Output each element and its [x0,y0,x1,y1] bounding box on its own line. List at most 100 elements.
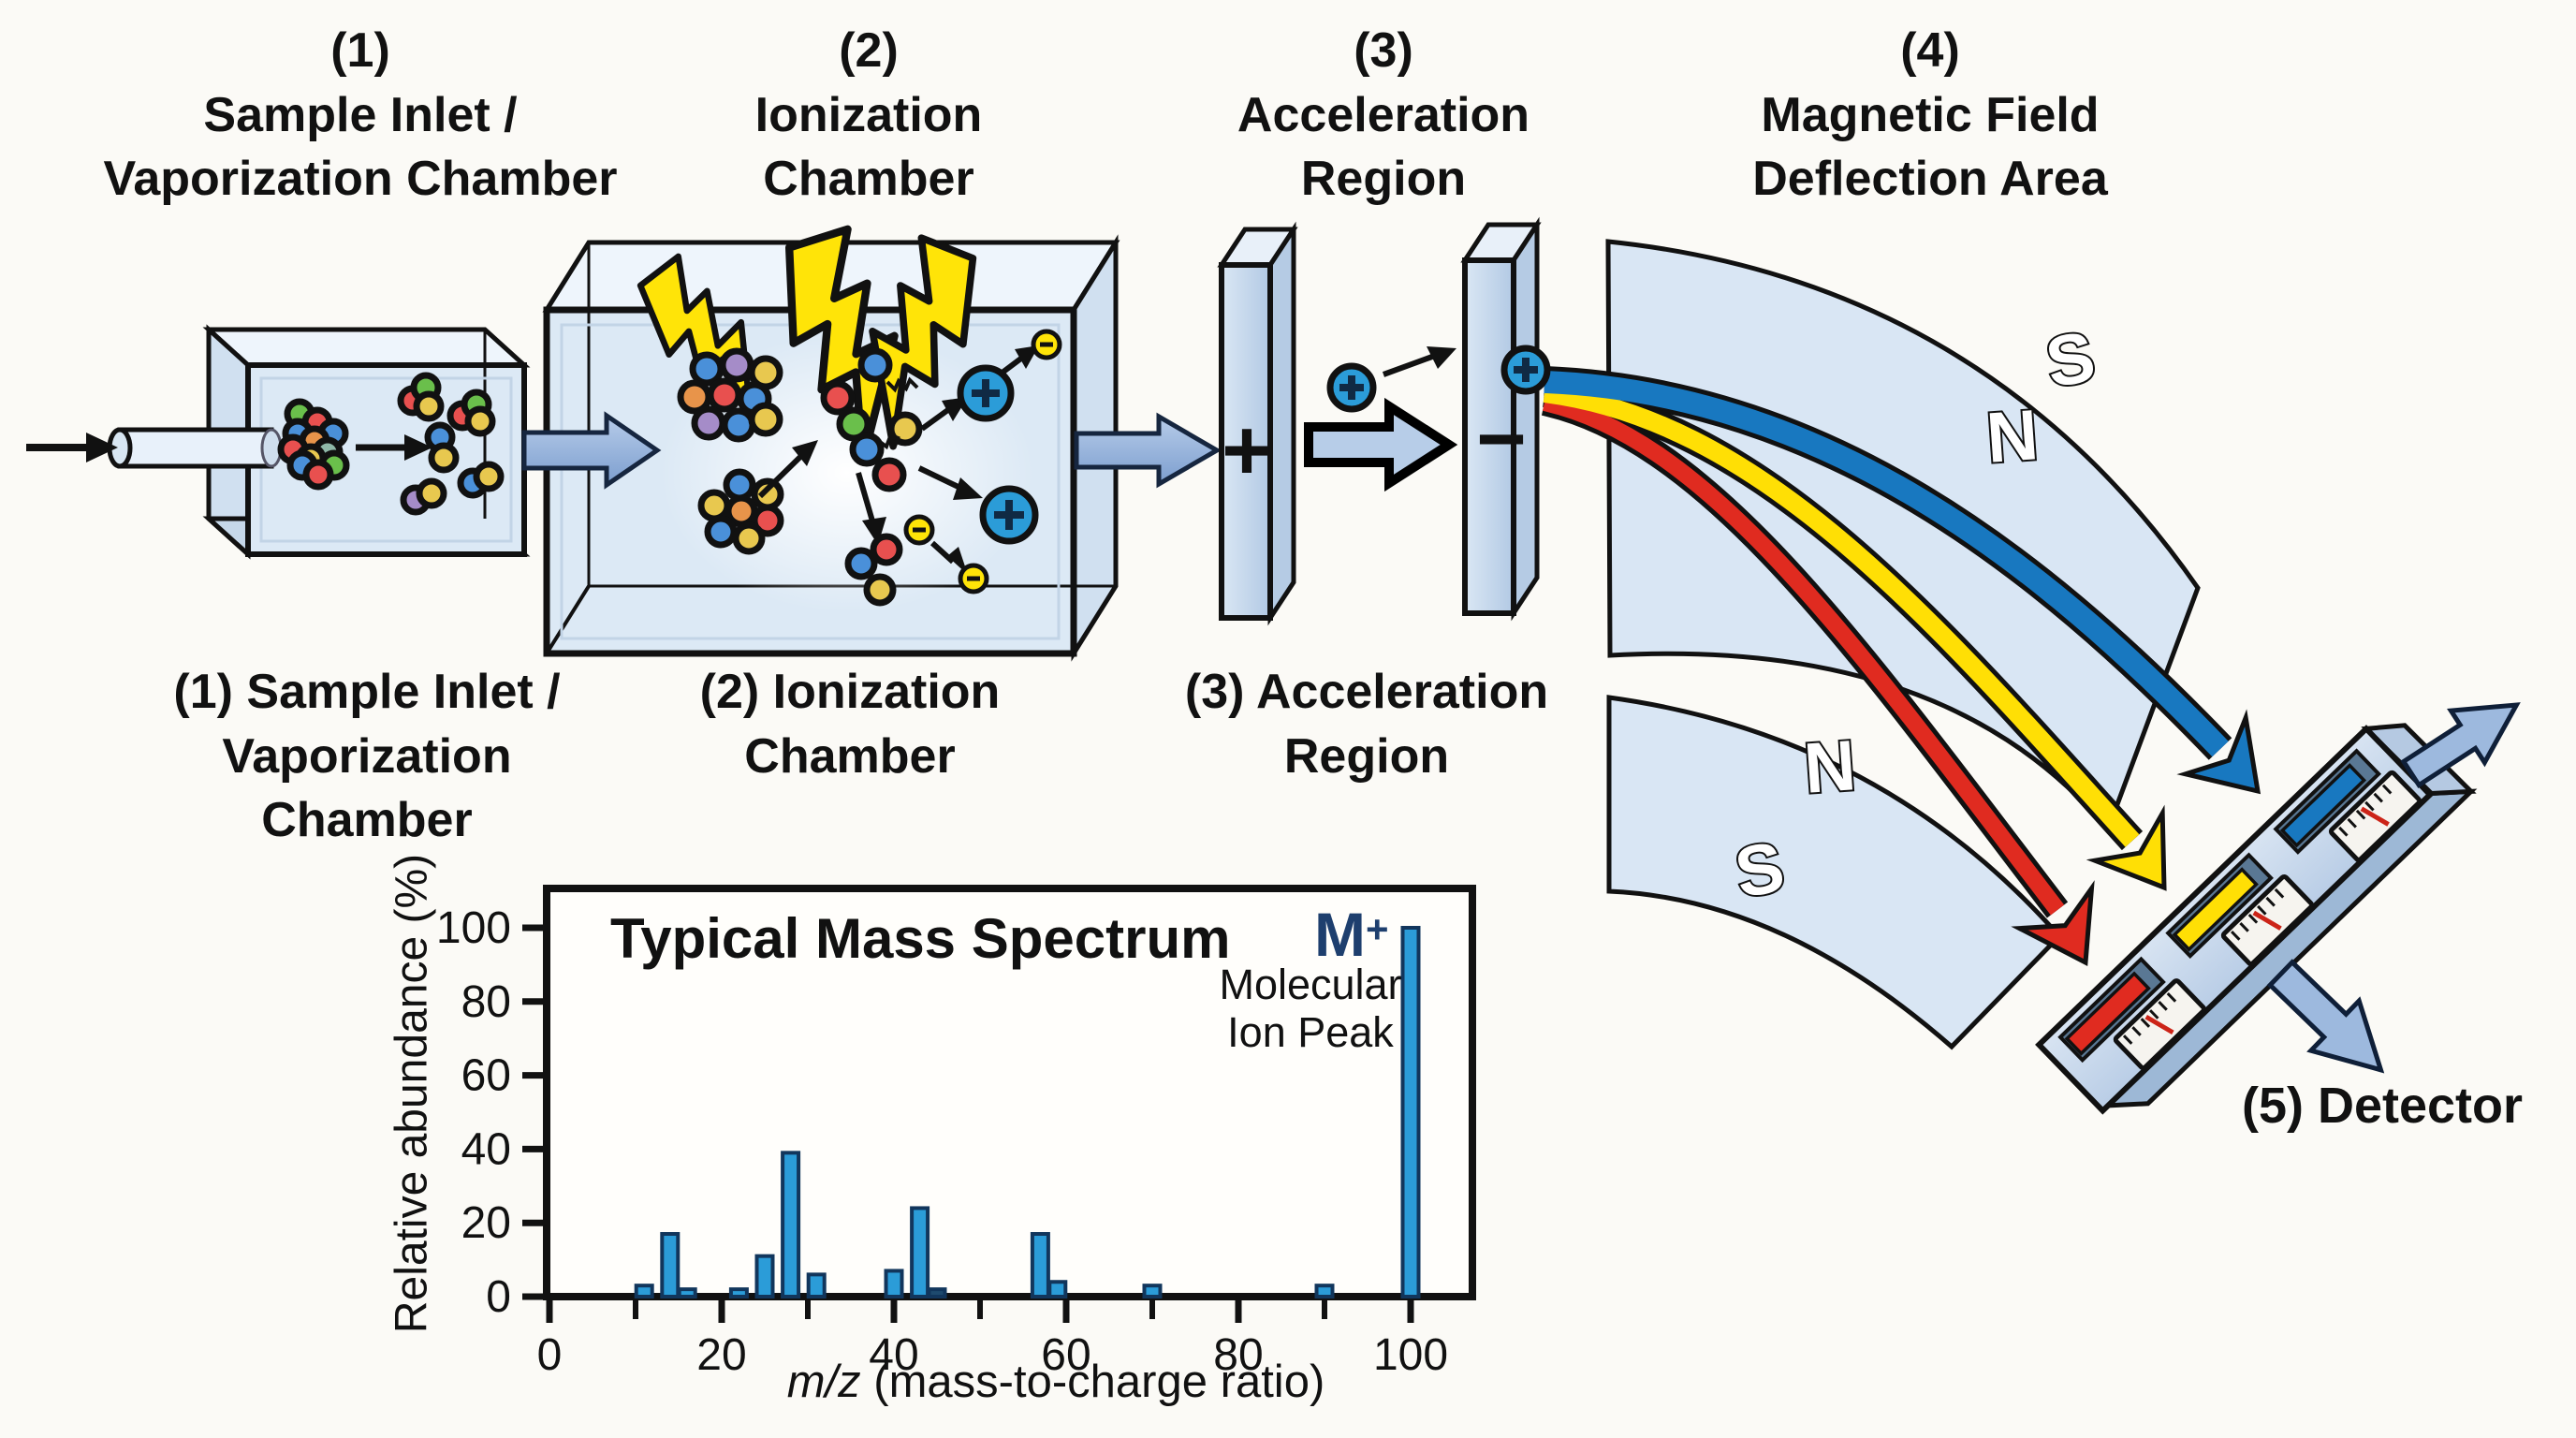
lightning-bolt-icon [784,225,899,465]
spectrum-bar [1030,1232,1050,1299]
caption-number: (4) [1900,23,1960,78]
beam-blue-arrowhead [2176,709,2261,795]
caption-line: Region [1300,152,1467,207]
caption-line: Acceleration [1237,87,1530,142]
y-tick-label: 80 [461,977,511,1027]
annotation-line: Molecular [1219,961,1402,1008]
sample-inlet-chamber-box [202,324,531,560]
chart-title: Typical Mass Spectrum [610,907,1231,970]
accelerating-ion [1326,362,1377,413]
beam-blue [1544,371,2229,757]
breaking-molecule-a [820,347,919,442]
ion-motion-arrow [1382,346,1456,377]
positive-ion-1 [957,364,1015,422]
y-tick-label: 40 [461,1124,511,1174]
x-tick-label: 60 [1041,1330,1090,1380]
spectrum-bar [927,1287,947,1299]
caption-line: (1) Sample Inlet / [173,665,561,719]
caption-stage-1-top: (1) Sample Inlet / Vaporization Chamber [104,19,618,212]
lower-inner-pole-label: N [1802,726,1859,809]
x-label-rest: (mass-to-charge ratio) [873,1357,1325,1407]
acceleration-arrow [1304,397,1458,492]
sample-entry-arrow [26,433,118,462]
caption-line: Chamber [744,728,956,784]
ionization-chamber-box [542,234,1120,662]
caption-number: (1) [330,23,390,78]
negative-plate [1460,216,1542,622]
breaking-molecule-b [849,411,923,492]
spectrum-bar [728,1287,749,1299]
spectrum-bar [754,1254,775,1299]
caption-line: (2) Ionization [699,665,1001,719]
stage1-to-stage2-arrow [521,411,662,490]
chart-y-axis-label: Relative abundance (%) [387,853,437,1334]
electron-3 [958,563,989,594]
arrow-to-cation-2 [917,465,983,500]
collector-strip-yellow [2172,867,2259,952]
detector-label: (5) Detector [2241,1078,2524,1134]
y-tick-label: 0 [486,1272,511,1322]
caption-stage-4-top: (4) Magnetic Field Deflection Area [1752,19,2108,212]
upper-outer-pole-label: S [2041,316,2101,404]
spectrum-bar [781,1151,801,1299]
inlet-tube-body [117,427,274,469]
vaporized-fragments [397,372,505,516]
sample-molecule-cluster [277,398,350,491]
caption-stage-3-top: (3) Acceleration Region [1237,19,1530,212]
caption-number: (2) [839,23,899,78]
caption-line: Chamber [261,793,473,848]
spectrum-bar [1314,1284,1335,1299]
lightning-bolt-icon [869,234,977,450]
magnet-upper-wedge [1605,239,2201,834]
electron-1 [1031,329,1062,360]
negative-plate-symbol: − [1476,391,1527,487]
x-tick-label: 20 [696,1330,746,1380]
beam-red-arrowhead [2011,880,2095,966]
positive-ion-2 [979,485,1039,545]
caption-line: Chamber [763,152,974,207]
caption-stage-2-top: (2) Ionization Chamber [755,19,983,212]
annotation-line: Ion Peak [1227,1008,1394,1057]
caption-stage-2-bottom: (2) Ionization Chamber [700,660,1001,788]
exiting-ion [1500,345,1551,395]
spectrum-bar [910,1206,930,1299]
caption-line: Deflection Area [1752,152,2108,207]
spectrum-bar [1047,1280,1068,1299]
chamber1-top-face [202,327,531,368]
upper-inner-pole-label: N [1984,395,2042,478]
gauge-blue [2328,770,2422,862]
ion-beams [1541,366,2232,918]
gauge-needle [2144,1014,2174,1035]
spectrum-bar [634,1284,654,1299]
molecular-ion-caption: Molecular Ion Peak [1219,961,1401,1057]
spectrum-bar [660,1232,681,1299]
bond-break-squiggle [886,376,919,393]
detector-exit-arrow-bottom [2266,959,2385,1074]
detector [2035,723,2478,1115]
arrow-cluster-to-fragment [757,440,818,499]
gauge-red [2113,978,2207,1071]
bond-break-squiggle [878,435,900,450]
molecular-ion-symbol: M+ [1314,899,1389,970]
caption-line: Sample Inlet / [203,87,518,142]
plate1-front-face [1219,262,1273,621]
caption-number: (3) [1354,23,1413,78]
entry-arrow-head [86,433,118,462]
caption-line: Vaporization Chamber [103,152,618,207]
collector-strip-blue [2279,763,2367,848]
beam-yellow-arrowhead [2086,804,2167,891]
gauge-yellow [2220,873,2315,967]
caption-line: Region [1283,728,1450,784]
plate2-front-face [1462,257,1516,616]
electron-2 [903,514,935,546]
positive-plate-symbol: + [1222,403,1272,498]
chamber2-edge [545,584,591,655]
spectrum-bar [806,1272,827,1299]
sample-inlet-tube [107,427,283,469]
m-symbol: M [1314,900,1366,969]
x-label-italic: m/z [786,1357,861,1407]
gauge-needle [2252,910,2282,931]
spectrum-bar [1400,926,1421,1299]
